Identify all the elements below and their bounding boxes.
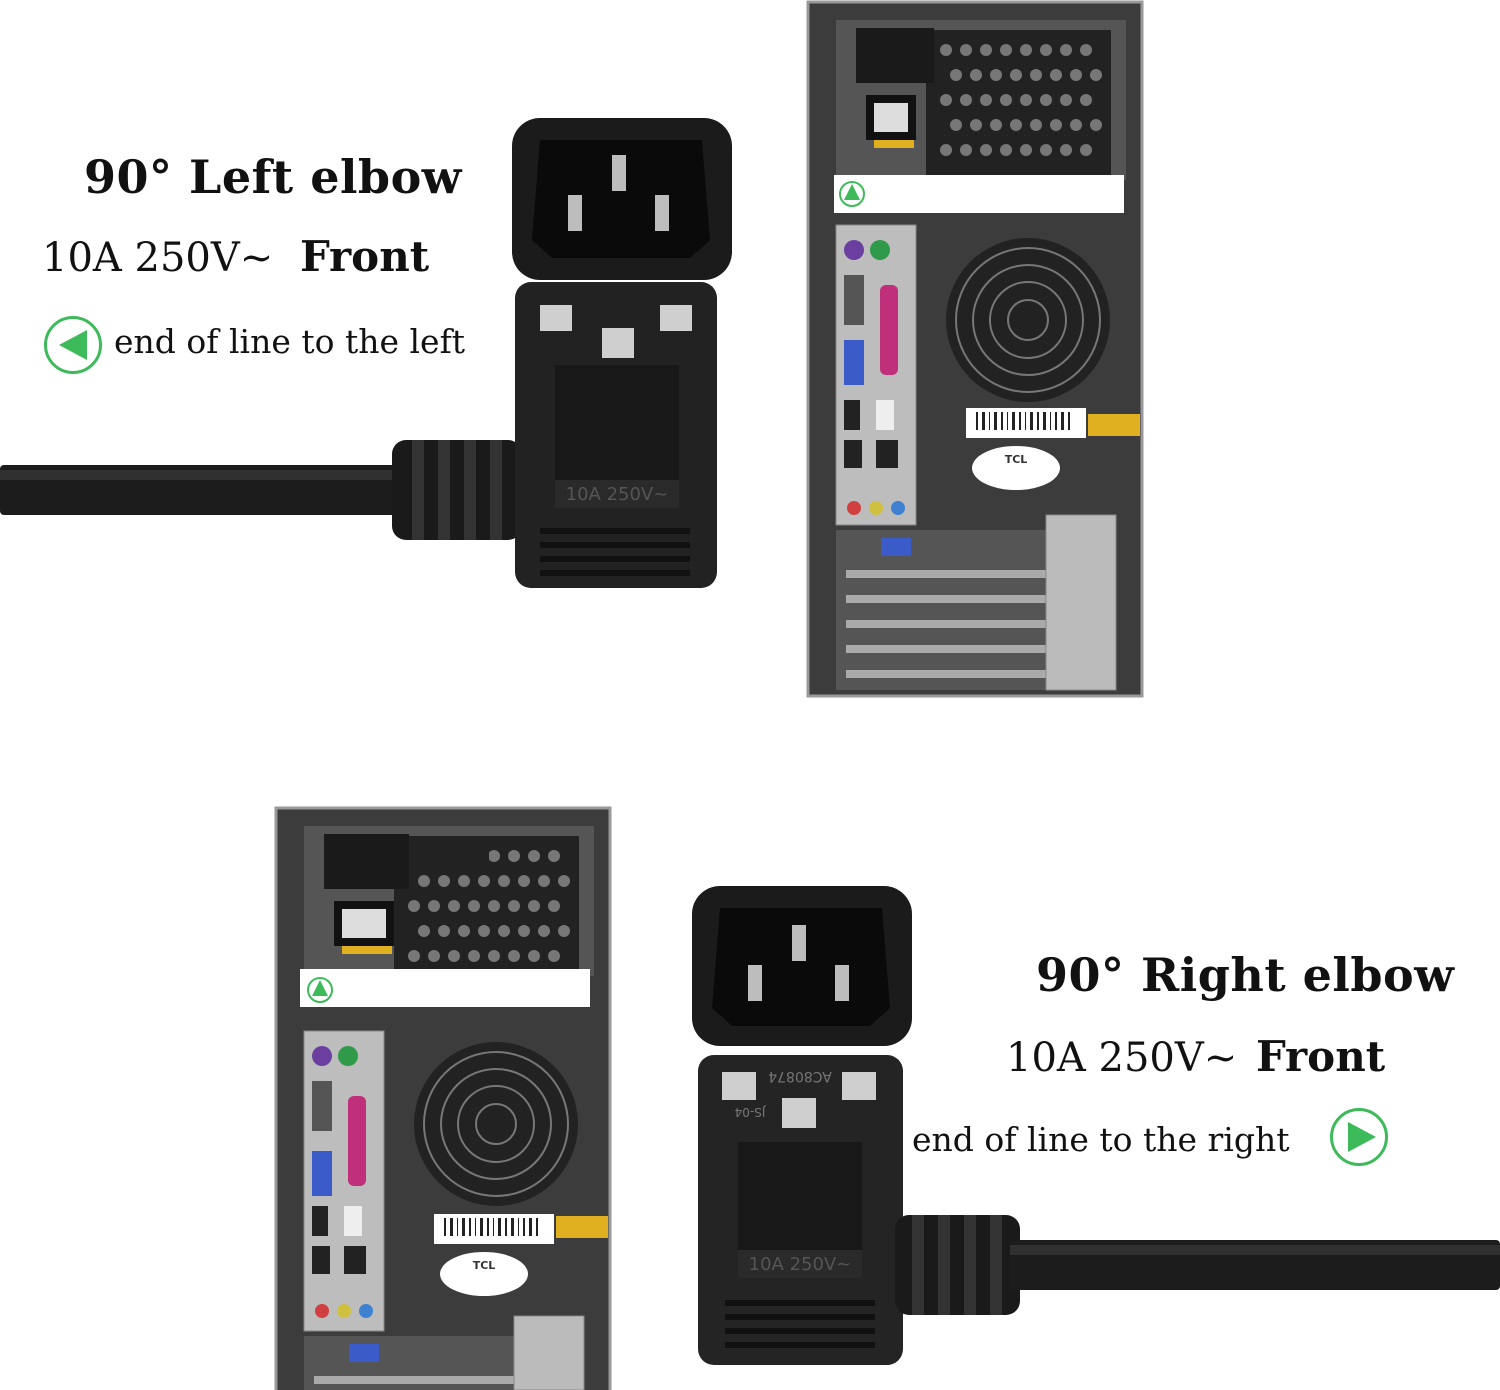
left-arrow-icon — [44, 316, 102, 374]
left-plug-marking: 10A 250V~ — [566, 484, 669, 505]
left-elbow-title: 90° Left elbow — [84, 150, 462, 204]
left-spec-front: Front — [299, 232, 430, 281]
pc-bottom-brand: TCL — [473, 1259, 496, 1272]
right-spec-front: Front — [1255, 1032, 1386, 1081]
right-elbow-spec: 10A 250V~ Front — [1006, 1032, 1385, 1081]
left-elbow-spec: 10A 250V~ Front — [42, 232, 429, 281]
right-arrow-icon — [1330, 1108, 1388, 1166]
left-spec-rating: 10A 250V~ — [42, 235, 274, 281]
left-elbow-note: end of line to the left — [114, 322, 466, 361]
right-plug-code: AC80874 — [768, 1068, 832, 1084]
right-plug-model: JS-04 — [735, 1105, 767, 1119]
right-elbow-title: 90° Right elbow — [1036, 948, 1455, 1002]
right-elbow-note: end of line to the right — [912, 1120, 1290, 1159]
right-spec-rating: 10A 250V~ — [1006, 1035, 1238, 1081]
pc-top-brand: TCL — [1005, 453, 1028, 466]
right-plug-marking: 10A 250V~ — [749, 1254, 852, 1275]
pc-tower-bottom-image: TCL — [274, 806, 612, 1390]
pc-tower-top-image: TCL — [806, 0, 1144, 698]
left-elbow-plug-image: 10A 250V~ — [0, 118, 732, 588]
right-elbow-plug-image: AC80874 JS-04 10A 250V~ — [692, 886, 1500, 1365]
